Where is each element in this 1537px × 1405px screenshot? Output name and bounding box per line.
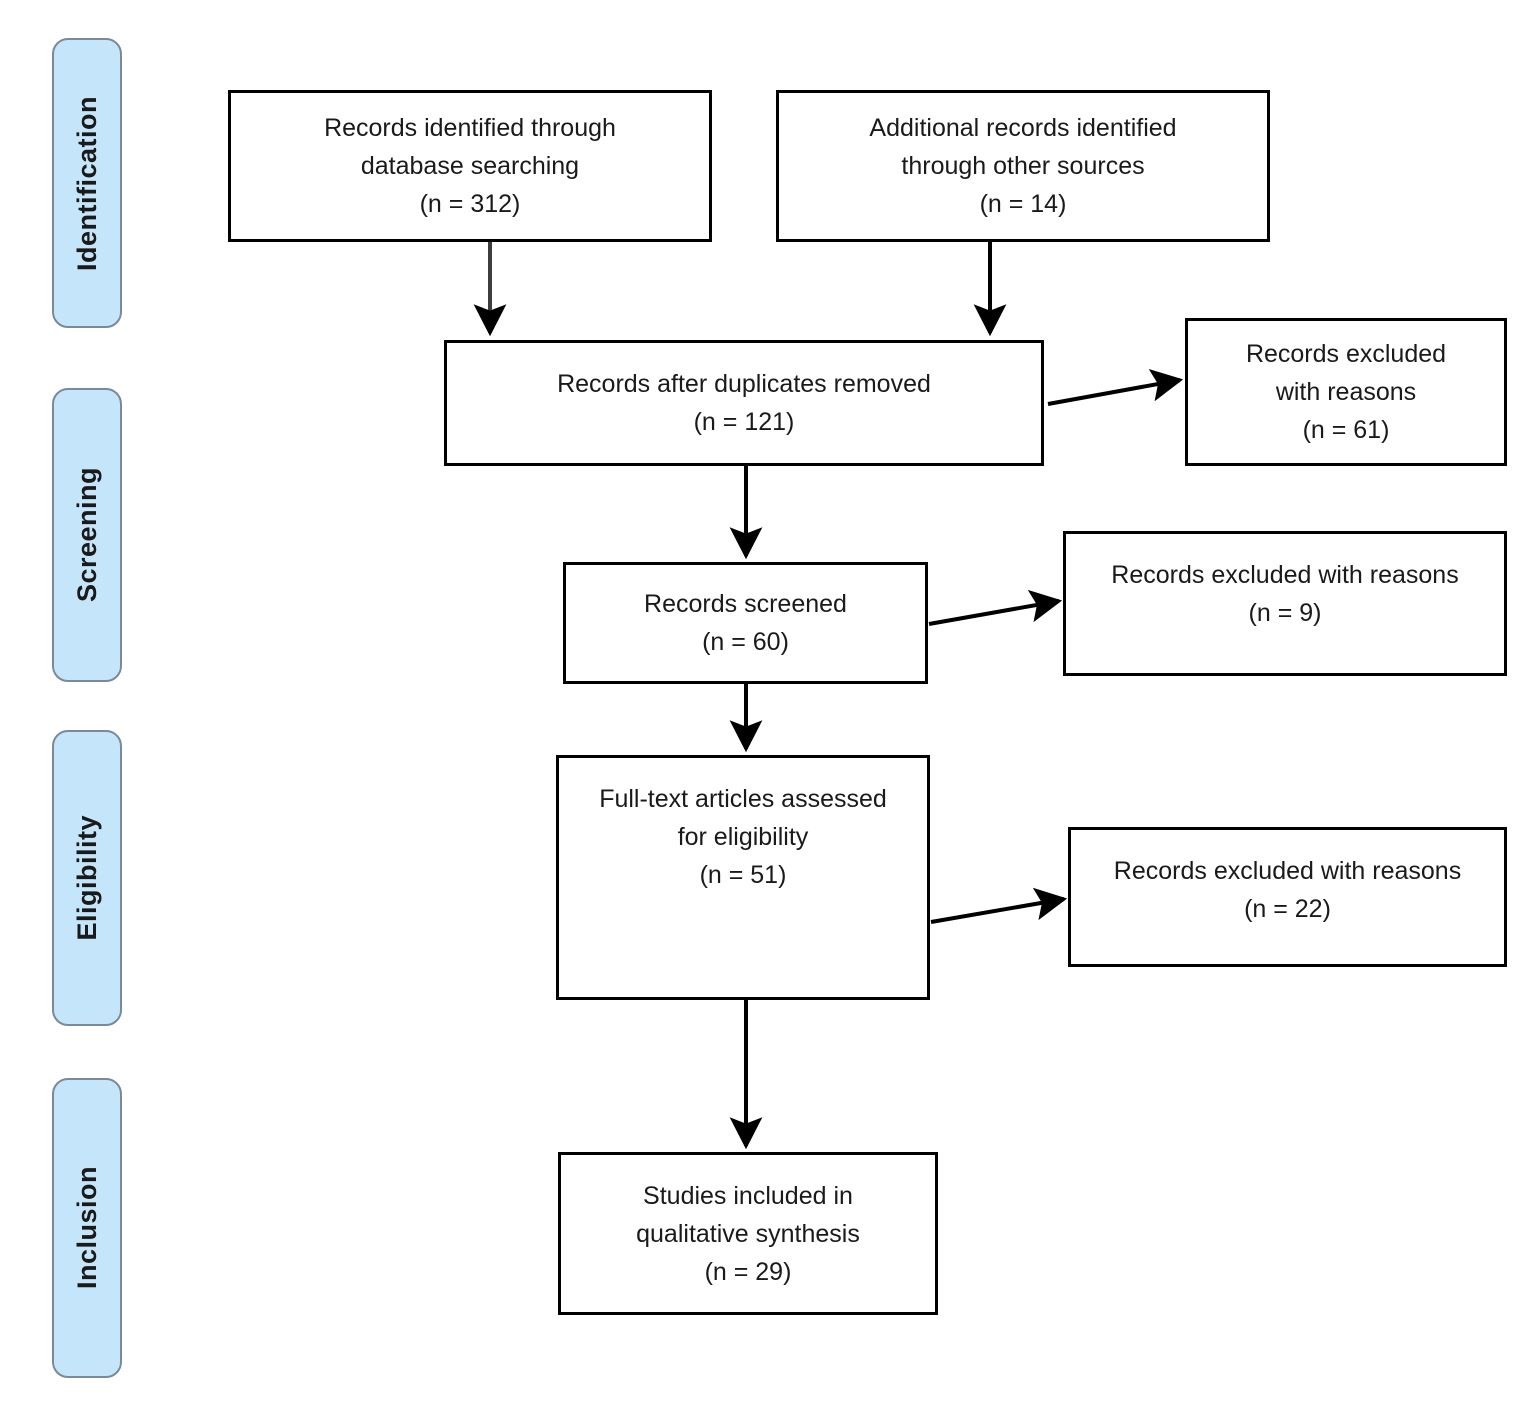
phase-label-eligibility: Eligibility (71, 815, 102, 941)
phase-pill-eligibility: Eligibility (52, 730, 122, 1026)
box-excluded-eligibility-text: Records excluded with reasons (n = 22) (1113, 857, 1462, 923)
box-fulltext-assessed-text: Full-text articles assessed for eligibil… (599, 785, 887, 889)
box-studies-included: Studies included in qualitative synthesi… (558, 1152, 938, 1315)
box-other-records: Additional records identified through ot… (776, 90, 1270, 242)
box-excluded-screening: Records excluded with reasons (n = 9) (1063, 531, 1507, 676)
box-records-screened-text: Records screened (n = 60) (644, 590, 847, 656)
box-studies-included-text: Studies included in qualitative synthesi… (636, 1181, 860, 1286)
box-other-records-text: Additional records identified through ot… (869, 114, 1177, 218)
box-fulltext-assessed: Full-text articles assessed for eligibil… (556, 755, 930, 1000)
phase-label-screening: Screening (71, 467, 102, 603)
phase-pill-inclusion: Inclusion (52, 1078, 122, 1378)
box-excluded-duplicates: Records excluded with reasons (n = 61) (1185, 318, 1507, 466)
phase-pill-identification: Identification (52, 38, 122, 328)
box-excluded-duplicates-text: Records excluded with reasons (n = 61) (1245, 340, 1447, 444)
box-after-duplicates-text: Records after duplicates removed (n = 12… (557, 370, 931, 436)
box-excluded-eligibility: Records excluded with reasons (n = 22) (1068, 827, 1507, 967)
arrow-screened-to-excluded (928, 589, 1063, 626)
phase-label-inclusion: Inclusion (71, 1166, 102, 1290)
box-records-screened: Records screened (n = 60) (563, 562, 928, 684)
box-after-duplicates: Records after duplicates removed (n = 12… (444, 340, 1044, 466)
arrow-duplicates-to-excluded (1047, 369, 1184, 406)
phase-pill-screening: Screening (52, 388, 122, 682)
box-excluded-screening-text: Records excluded with reasons (n = 9) (1111, 561, 1459, 627)
box-database-records: Records identified through database sear… (228, 90, 712, 242)
arrow-fulltext-to-excluded (930, 887, 1068, 924)
box-database-records-text: Records identified through database sear… (324, 114, 616, 218)
phase-label-identification: Identification (71, 95, 102, 271)
